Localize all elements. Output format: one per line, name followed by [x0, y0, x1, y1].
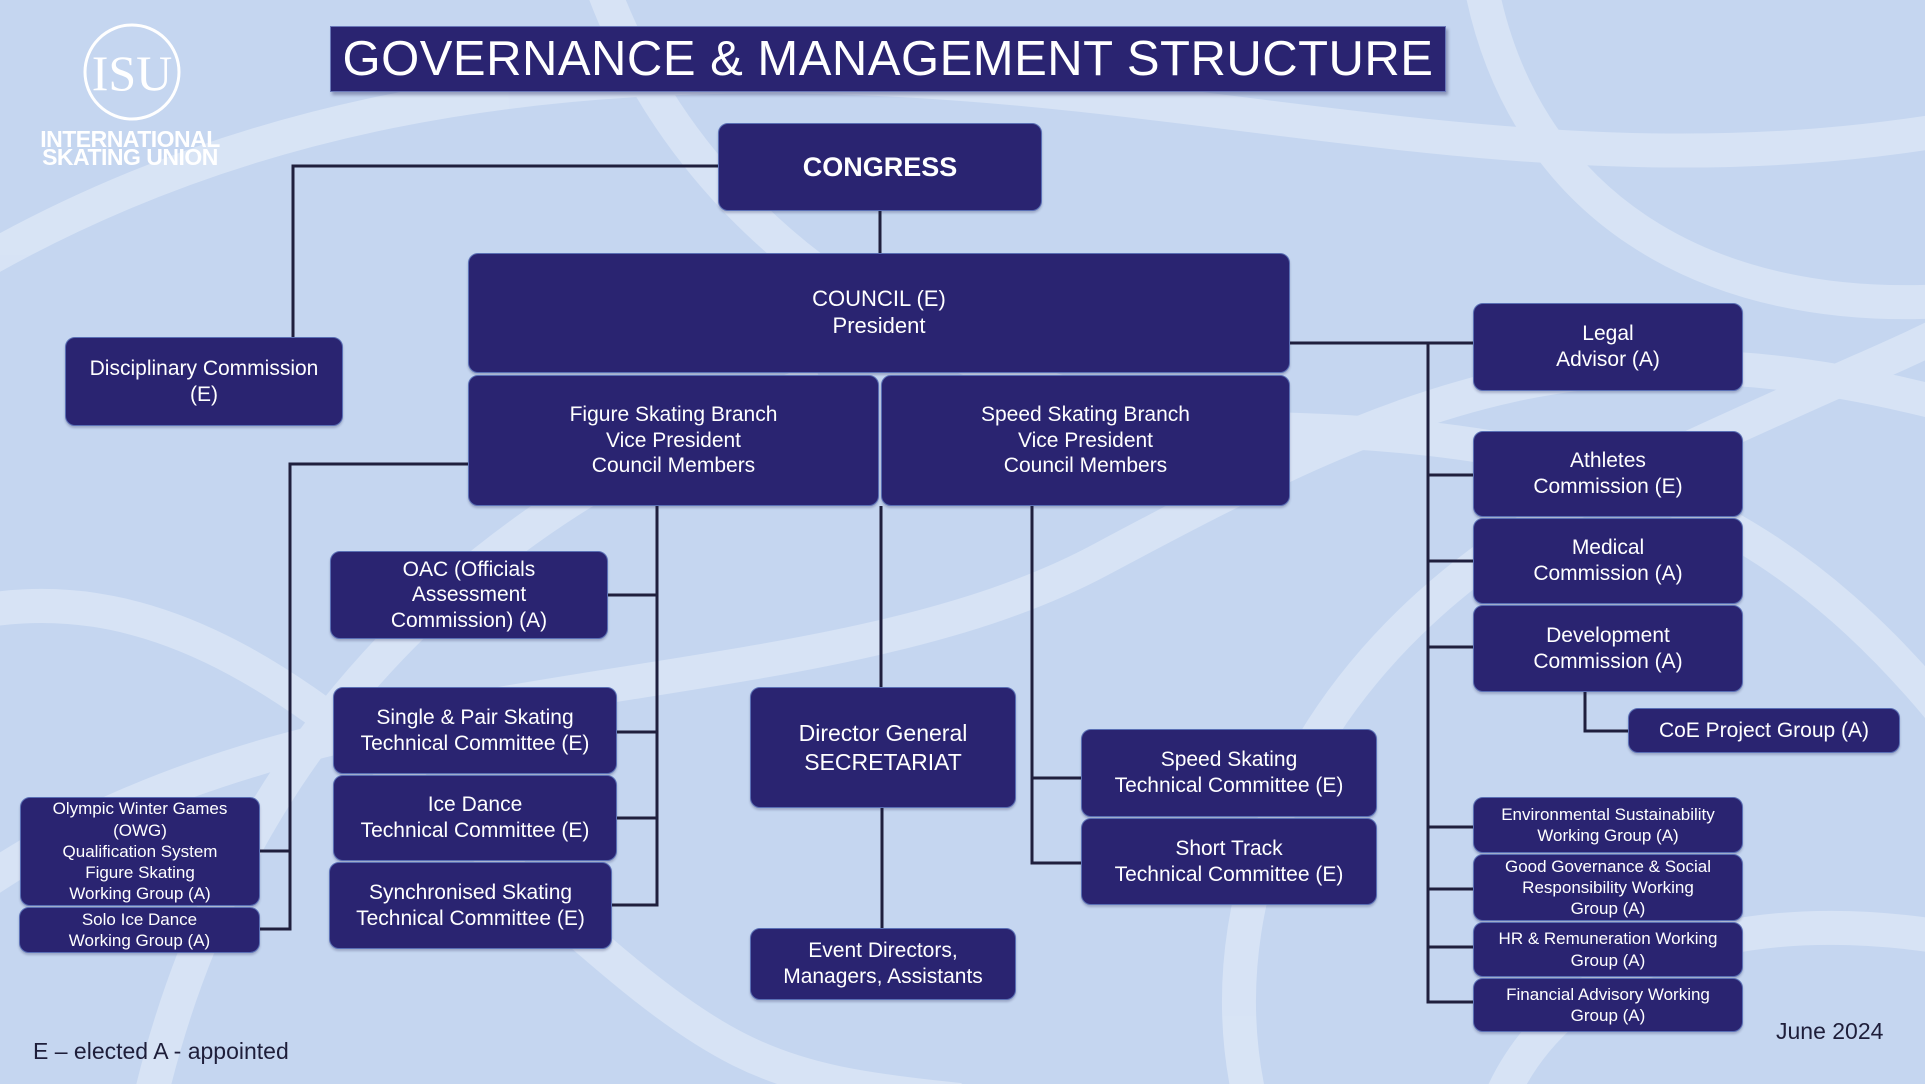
environmental-sustainability-wg-box: Environmental Sustainability Working Gro… [1473, 797, 1743, 853]
financial-advisory-wg-box: Financial Advisory Working Group (A) [1473, 978, 1743, 1032]
synchronised-skating-tc-box: Synchronised Skating Technical Committee… [329, 862, 612, 949]
speed-skating-branch-box: Speed Skating Branch Vice President Coun… [881, 375, 1290, 506]
hr-remuneration-wg-box: HR & Remuneration Working Group (A) [1473, 922, 1743, 977]
athletes-commission-box: Athletes Commission (E) [1473, 431, 1743, 517]
good-governance-wg-box: Good Governance & Social Responsibility … [1473, 854, 1743, 921]
svg-text:ISU: ISU [92, 45, 173, 101]
council-title: COUNCIL (E) [812, 286, 946, 312]
speed-skating-tc-box: Speed Skating Technical Committee (E) [1081, 729, 1377, 817]
congress-label: CONGRESS [802, 151, 958, 182]
owg-qualification-wg-box: Olympic Winter Games (OWG) Qualification… [20, 797, 260, 906]
logo-text-line1: INTERNATIONAL [40, 126, 220, 152]
disciplinary-commission-box: Disciplinary Commission (E) [65, 337, 343, 426]
medical-commission-box: Medical Commission (A) [1473, 518, 1743, 604]
logo-text-line2: SKATING UNION [42, 144, 218, 170]
date-label: June 2024 [1776, 1018, 1884, 1044]
council-subtitle: President [832, 313, 926, 338]
legend-text: E – elected A - appointed [33, 1038, 289, 1064]
single-pair-skating-tc-box: Single & Pair Skating Technical Committe… [333, 687, 617, 774]
legal-advisor-box: Legal Advisor (A) [1473, 303, 1743, 391]
isu-monogram-icon: ISU [83, 23, 181, 121]
page-title: GOVERNANCE & MANAGEMENT STRUCTURE [330, 26, 1446, 92]
event-directors-box: Event Directors, Managers, Assistants [750, 928, 1016, 1000]
solo-ice-dance-wg-box: Solo Ice Dance Working Group (A) [19, 907, 260, 953]
development-commission-box: Development Commission (A) [1473, 605, 1743, 692]
director-general-secretariat-box: Director General SECRETARIAT [750, 687, 1016, 808]
figure-skating-branch-box: Figure Skating Branch Vice President Cou… [468, 375, 879, 506]
isu-logo: ISU INTERNATIONAL SKATING UNION [30, 16, 230, 176]
ice-dance-tc-box: Ice Dance Technical Committee (E) [333, 775, 617, 861]
oac-commission-box: OAC (Officials Assessment Commission) (A… [330, 551, 608, 639]
congress-box: CONGRESS [718, 123, 1042, 211]
council-box: COUNCIL (E) President [468, 253, 1290, 373]
short-track-tc-box: Short Track Technical Committee (E) [1081, 818, 1377, 905]
coe-project-group-box: CoE Project Group (A) [1628, 708, 1900, 753]
